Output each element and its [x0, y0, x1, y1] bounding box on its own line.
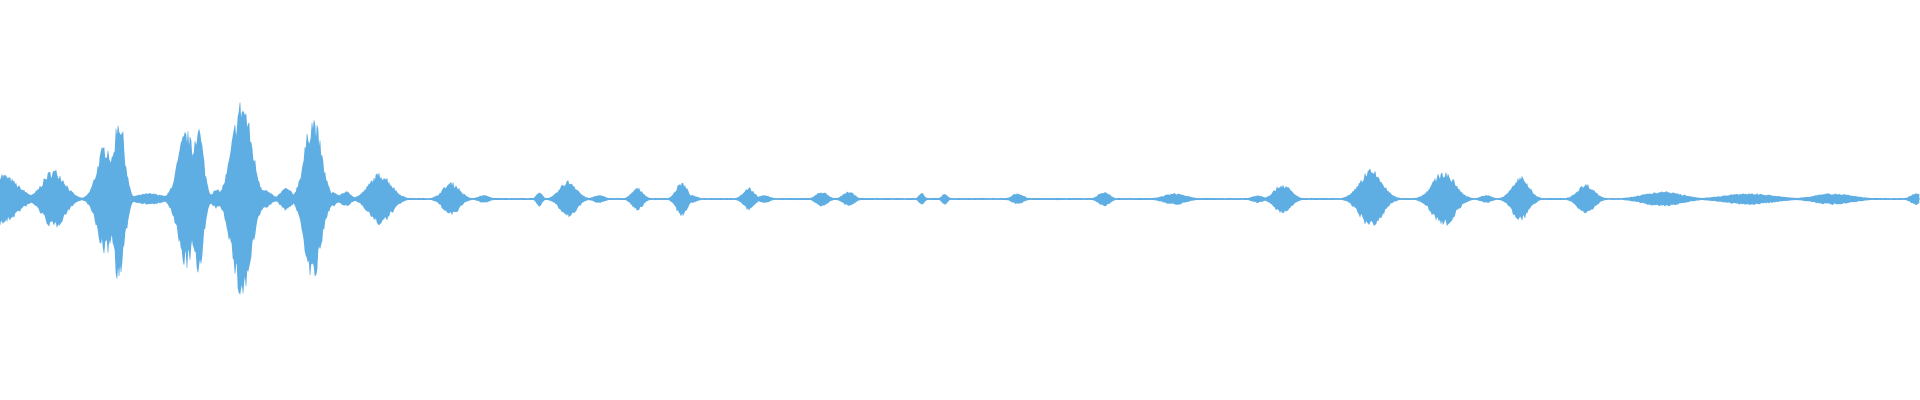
- waveform-envelope: [0, 102, 1920, 295]
